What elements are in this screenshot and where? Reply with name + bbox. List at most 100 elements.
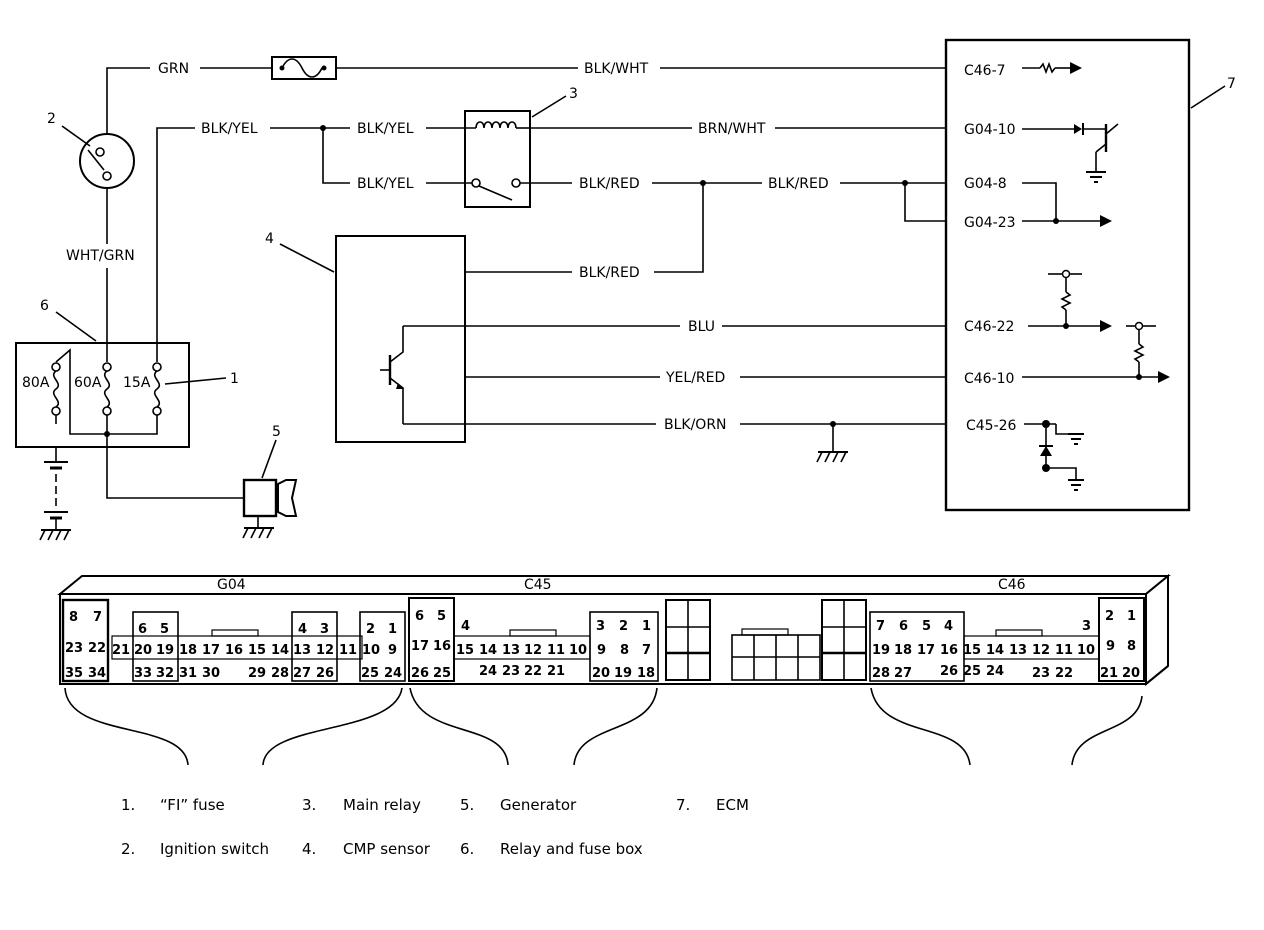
wire-blk-yel <box>322 128 350 184</box>
pin-number: 12 <box>316 643 334 658</box>
diode-icon <box>1074 124 1082 134</box>
pin-number: 22 <box>1055 666 1073 681</box>
transistor-emitter <box>1095 143 1107 153</box>
wire-label-blk-orn: BLK/ORN <box>664 417 727 433</box>
inline-fuse-terminal <box>279 65 285 71</box>
pin-number: 15 <box>456 643 474 658</box>
pin-number: 4 <box>298 622 307 637</box>
wire-label-blk-red-3: BLK/RED <box>579 265 640 281</box>
pin-number: 13 <box>502 643 520 658</box>
pin-number: 11 <box>547 643 565 658</box>
callout-6: 6 <box>40 298 49 314</box>
generator-pulley <box>277 479 298 517</box>
pin-number: 10 <box>362 643 380 658</box>
pin-number: 3 <box>596 619 605 634</box>
callout-leader-6 <box>55 311 97 342</box>
pin-number: 3 <box>1082 619 1091 634</box>
chassis-ground-icon <box>63 529 70 541</box>
ignition-switch-contact <box>102 171 112 181</box>
pin-number: 14 <box>271 643 289 658</box>
wire-label-blu: BLU <box>688 319 715 335</box>
ignition-switch-contact <box>95 147 105 157</box>
relay-coil <box>475 121 517 129</box>
diode-icon <box>1040 446 1052 456</box>
pin-number: 29 <box>248 666 266 681</box>
splice <box>1053 218 1059 224</box>
legend-text: “FI” fuse <box>160 796 225 814</box>
fuse-box-bus <box>55 348 158 435</box>
pin-number: 7 <box>876 619 885 634</box>
pin-number: 13 <box>293 643 311 658</box>
pin-number: 17 <box>917 643 935 658</box>
legend-number: 3. <box>302 796 316 814</box>
pin-number: 16 <box>940 643 958 658</box>
wire-label-brn-wht: BRN/WHT <box>698 121 766 137</box>
pullup-resistor <box>1060 291 1072 311</box>
callout-leader-7 <box>1190 85 1226 109</box>
pin-number: 5 <box>437 609 446 624</box>
harness-curve <box>870 687 971 766</box>
fuse-terminal <box>102 362 112 372</box>
pin-number: 19 <box>872 643 890 658</box>
pin-number: 18 <box>179 643 197 658</box>
pin-number: 17 <box>202 643 220 658</box>
fuse-label-80a: 80A <box>22 375 50 391</box>
fuse-label-60a: 60A <box>74 375 102 391</box>
wire-generator <box>106 434 244 499</box>
fuse-label-15a: 15A <box>123 375 151 391</box>
wire-label-yel-red: YEL/RED <box>665 370 725 386</box>
cmp-sensor <box>335 235 466 443</box>
pin-number: 23 <box>502 664 520 679</box>
callout-2: 2 <box>47 111 56 127</box>
ecm-internal <box>1046 467 1077 480</box>
pin-number: 16 <box>225 643 243 658</box>
wire-label-blk-red-2: BLK/RED <box>768 176 829 192</box>
legend-number: 4. <box>302 840 316 858</box>
pin-number: 10 <box>569 643 587 658</box>
chassis-ground-icon <box>55 529 62 541</box>
pin-number: 9 <box>1106 639 1115 654</box>
legend-text: Relay and fuse box <box>500 840 643 858</box>
chassis-ground-icon <box>266 527 273 539</box>
pin-group <box>359 611 406 682</box>
fuse-15a <box>153 370 161 408</box>
callout-leader-2 <box>61 125 91 147</box>
fuse-terminal <box>152 406 162 416</box>
pin-number: 6 <box>899 619 908 634</box>
pin-number: 2 <box>366 622 375 637</box>
pin-number: 13 <box>1009 643 1027 658</box>
arrow-icon <box>1100 215 1112 227</box>
wire-label-blk-yel-2: BLK/YEL <box>357 121 414 137</box>
latch-tab <box>995 629 1043 637</box>
callout-3: 3 <box>569 86 578 102</box>
fuse-terminal <box>102 406 112 416</box>
legend-text: CMP sensor <box>343 840 431 858</box>
pin-number: 1 <box>642 619 651 634</box>
pin-number: 2 <box>1105 609 1114 624</box>
pin-number: 21 <box>1100 666 1118 681</box>
wire-grn <box>106 67 150 134</box>
inline-fuse-element <box>281 58 323 78</box>
pin-number: 4 <box>461 619 470 634</box>
pin-number: 26 <box>411 666 429 681</box>
pin-number: 8 <box>1127 639 1136 654</box>
chassis-ground-icon <box>258 527 265 539</box>
ecm-resistor <box>1039 61 1056 75</box>
wire-blk-red <box>904 183 946 222</box>
pin-group <box>61 598 110 683</box>
connector-g04 <box>61 598 406 683</box>
pin-number: 26 <box>316 666 334 681</box>
pin-number: 20 <box>1122 666 1140 681</box>
pin-number: 4 <box>944 619 953 634</box>
harness-curve <box>409 687 509 766</box>
ecm-internal <box>1022 182 1057 221</box>
pin-number: 19 <box>614 666 632 681</box>
pin-number: 33 <box>134 666 152 681</box>
pin-number: 8 <box>69 610 78 625</box>
pin-number: 22 <box>88 641 106 656</box>
arrow-icon <box>1100 320 1112 332</box>
chassis-ground-icon <box>832 451 839 463</box>
pin-number: 5 <box>160 622 169 637</box>
harness-curve <box>262 687 403 766</box>
